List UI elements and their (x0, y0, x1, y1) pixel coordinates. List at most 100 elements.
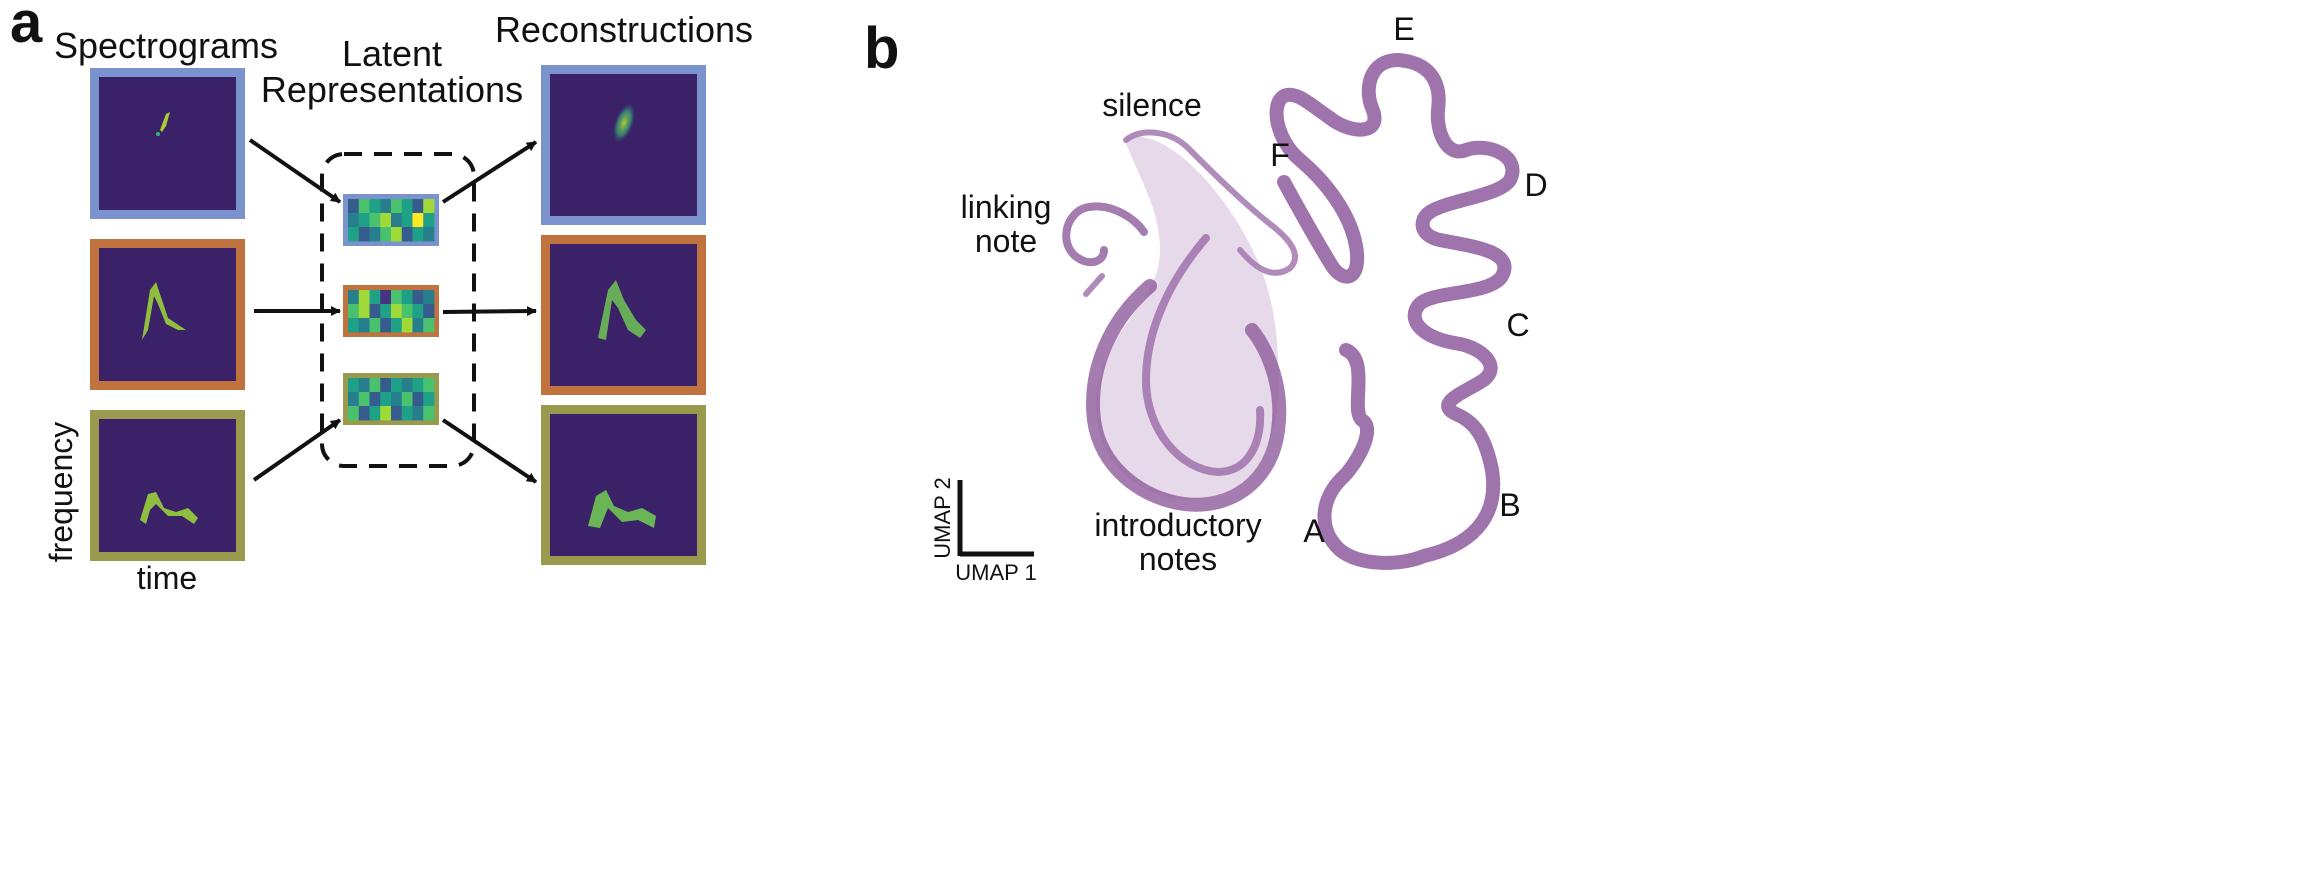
latent-mosaic-2 (343, 285, 439, 337)
label-B: B (1499, 487, 1520, 523)
latent-cell (358, 318, 370, 333)
latent-cell (380, 378, 392, 393)
label-linking-line2: note (975, 223, 1037, 259)
latent-cell (369, 318, 381, 333)
latent-cell (401, 378, 413, 393)
latent-cell (423, 213, 435, 228)
latent-cell (358, 406, 370, 421)
latent-cell (358, 392, 370, 407)
latent-cell (401, 318, 413, 333)
time-axis-label: time (137, 560, 197, 596)
latent-cell (412, 199, 424, 214)
spectrogram-row-2 (90, 239, 245, 390)
umap-axis-y-label: UMAP 2 (930, 477, 955, 559)
latent-cell (369, 304, 381, 319)
label-A: A (1303, 513, 1325, 549)
latent-mosaic-3 (343, 373, 439, 425)
latent-cell (348, 318, 360, 333)
latent-heading-line1: Latent (342, 33, 442, 74)
reconstructions-heading: Reconstructions (495, 9, 753, 50)
reconstruction-image (550, 74, 697, 216)
embedding-cloud-intro (1096, 136, 1279, 500)
latent-cell (391, 378, 403, 393)
reconstruction-row-1 (541, 65, 706, 225)
label-D: D (1524, 167, 1547, 203)
latent-cell (348, 304, 360, 319)
umap-axis-x-label: UMAP 1 (955, 560, 1037, 585)
label-F: F (1270, 137, 1290, 173)
embedding-trajectory-linking (1062, 202, 1148, 267)
latent-cell (412, 227, 424, 242)
embedding-trajectory-silence (1123, 129, 1298, 276)
latent-cell (348, 213, 360, 228)
latent-cell (348, 392, 360, 407)
spectrogram-image (99, 77, 236, 210)
latent-cell (423, 290, 435, 305)
decode-arrow-3 (441, 418, 538, 484)
latent-cell (358, 290, 370, 305)
latent-cell (412, 378, 424, 393)
panel-a-label: a (10, 0, 43, 55)
frequency-axis-label: frequency (43, 422, 79, 563)
latent-cell (369, 392, 381, 407)
label-silence: silence (1102, 87, 1202, 123)
latent-cell (423, 318, 435, 333)
label-C: C (1506, 307, 1529, 343)
latent-cell (369, 227, 381, 242)
spectrogram-dot (156, 132, 160, 136)
latent-cell (412, 213, 424, 228)
panel-b-label: b (864, 16, 899, 81)
decode-arrow-1 (441, 140, 538, 204)
latent-cell (391, 199, 403, 214)
latent-cell (423, 304, 435, 319)
spectrogram-row-3 (90, 410, 245, 561)
latent-cell (391, 213, 403, 228)
latent-cell (401, 406, 413, 421)
latent-cell (423, 227, 435, 242)
label-linking-line1: linking (961, 189, 1052, 225)
spectrogram-trace (142, 282, 186, 340)
latent-cell (401, 290, 413, 305)
latent-mosaic-1 (343, 194, 439, 246)
latent-cell (391, 406, 403, 421)
encode-arrow-1 (248, 138, 342, 204)
latent-cell (412, 304, 424, 319)
decode-arrow-2 (442, 306, 537, 317)
label-intro-line1: introductory (1094, 507, 1261, 543)
latent-cell (423, 392, 435, 407)
latent-cell (369, 378, 381, 393)
latent-cell (358, 213, 370, 228)
panel-a: a Spectrograms Latent Representations Re… (10, 0, 753, 596)
latent-cell (348, 378, 360, 393)
latent-cell (380, 318, 392, 333)
label-intro-line2: notes (1139, 541, 1217, 577)
latent-cell (401, 199, 413, 214)
embedding-trajectory-intro-inner (1141, 234, 1265, 477)
embedding-trajectory-main (1269, 53, 1520, 570)
spectrogram-row-1 (90, 68, 245, 219)
reconstruction-row-2 (541, 235, 706, 395)
latent-cell (391, 392, 403, 407)
spectrogram-trace (140, 492, 198, 524)
latent-cell (348, 290, 360, 305)
latent-cell (391, 304, 403, 319)
latent-cell (391, 290, 403, 305)
latent-cell (358, 199, 370, 214)
latent-cell (380, 392, 392, 407)
latent-cell (348, 406, 360, 421)
spectrograms-heading: Spectrograms (54, 25, 278, 66)
latent-heading-line2: Representations (261, 69, 523, 110)
latent-cell (412, 290, 424, 305)
latent-cell (369, 290, 381, 305)
label-E: E (1393, 11, 1414, 47)
latent-cell (369, 199, 381, 214)
latent-cell (391, 227, 403, 242)
latent-cell (423, 199, 435, 214)
latent-cell (369, 213, 381, 228)
latent-cell (358, 304, 370, 319)
embedding-trajectory-intro-outer (1086, 279, 1287, 512)
reconstruction-image (550, 414, 697, 556)
latent-cell (358, 378, 370, 393)
latent-cell (401, 227, 413, 242)
embedding-fragment (1083, 273, 1105, 297)
